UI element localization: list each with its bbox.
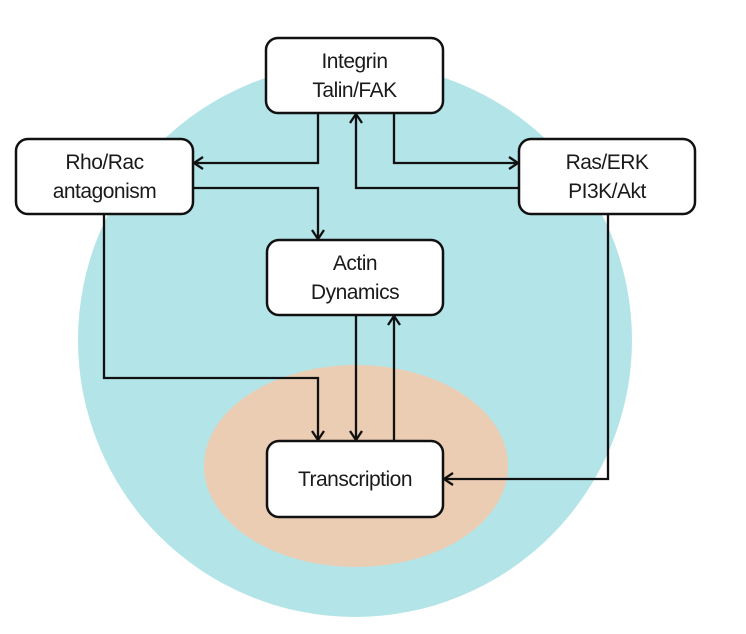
node-ras-erk-line-1: Ras/ERK bbox=[566, 151, 649, 174]
node-transcription-label: Transcription bbox=[298, 468, 412, 491]
node-rho-rac: Rho/Rac antagonism bbox=[14, 137, 195, 216]
node-rho-rac-line-2: antagonism bbox=[53, 180, 157, 203]
node-rho-rac-line-1: Rho/Rac bbox=[65, 151, 143, 174]
node-transcription: Transcription bbox=[265, 439, 445, 519]
edges bbox=[102, 111, 610, 486]
node-actin-line-2: Dynamics bbox=[311, 281, 399, 304]
node-actin-dynamics: Actin Dynamics bbox=[265, 238, 445, 317]
node-ras-erk: Ras/ERK PI3K/Akt bbox=[517, 137, 697, 216]
node-integrin-line-1: Integrin bbox=[321, 50, 387, 73]
node-ras-erk-line-2: PI3K/Akt bbox=[568, 180, 646, 203]
node-integrin-line-2: Talin/FAK bbox=[312, 79, 397, 102]
node-actin-line-1: Actin bbox=[333, 252, 377, 275]
node-integrin: Integrin Talin/FAK bbox=[264, 36, 445, 115]
